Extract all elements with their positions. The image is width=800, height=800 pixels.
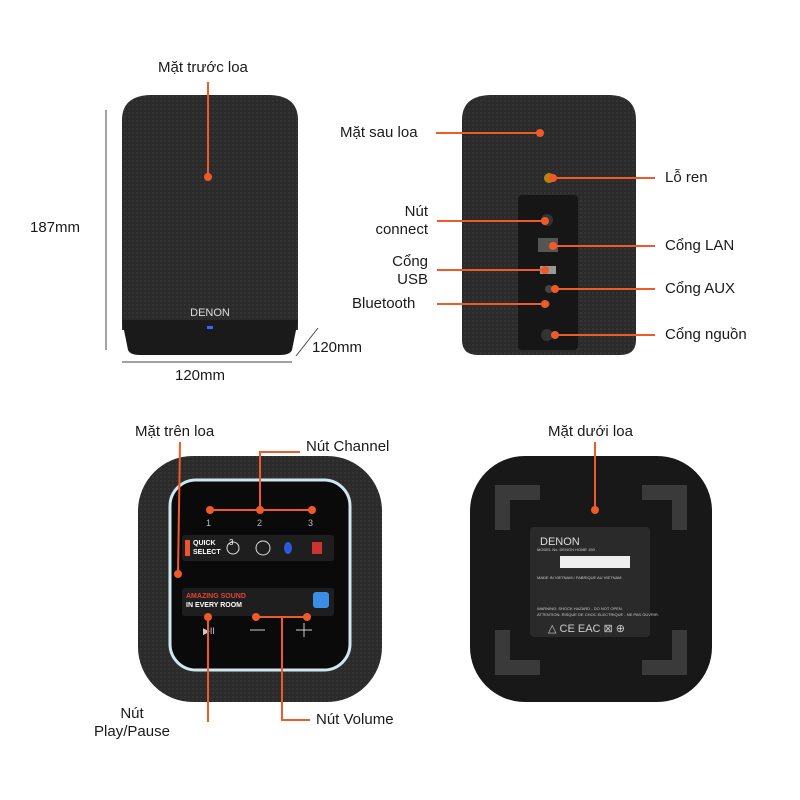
aux-port-label: Cổng AUX bbox=[665, 280, 736, 297]
thread-hole-label: Lỗ ren bbox=[665, 169, 708, 186]
volume-label: Nút Volume bbox=[316, 711, 394, 728]
every-room-text: IN EVERY ROOM bbox=[186, 602, 243, 609]
depth-dimension: 120mm bbox=[312, 339, 363, 356]
model-text: MODEL No. DENON HOME 150 bbox=[537, 547, 595, 552]
amazing-sound-text: AMAZING SOUND bbox=[186, 593, 246, 600]
width-dimension: 120mm bbox=[175, 367, 226, 384]
channel-1: 1 bbox=[206, 518, 212, 528]
power-port-label: Cổng nguồn bbox=[665, 326, 747, 343]
back-label: Mặt sau loa bbox=[340, 124, 418, 141]
height-dimension: 187mm bbox=[30, 219, 81, 236]
dimension-lines bbox=[105, 110, 319, 363]
certification-marks: △ CE EAC ⊠ ⊕ bbox=[548, 623, 625, 635]
quick-select-number: 3 bbox=[229, 538, 234, 547]
attention-text: ATTENTION: RISQUE DE CHOC ELECTRIQUE - N… bbox=[537, 612, 659, 617]
connect-button-label: Nút connect bbox=[375, 203, 428, 238]
channel-2: 2 bbox=[257, 518, 263, 528]
callout-lines bbox=[177, 82, 655, 722]
usb-port-label: Cổng USB bbox=[392, 253, 428, 288]
callout-dots bbox=[174, 129, 599, 621]
status-led bbox=[207, 326, 213, 329]
front-speaker: DENON bbox=[122, 95, 298, 355]
bottom-label: Mặt dưới loa bbox=[548, 423, 633, 440]
front-brand-logo: DENON bbox=[190, 307, 230, 319]
made-in-text: MADE IN VIETNAM / FABRIQUE AU VIETNAM bbox=[537, 575, 622, 580]
quick-select-text: QUICK SELECT bbox=[193, 540, 221, 556]
bluetooth-label: Bluetooth bbox=[352, 295, 416, 312]
top-speaker: ▶II bbox=[138, 456, 382, 702]
top-label: Mặt trên loa bbox=[135, 423, 215, 440]
play-pause-label: Nút Play/Pause bbox=[94, 705, 170, 740]
channel-3: 3 bbox=[308, 518, 314, 528]
channel-button-label: Nút Channel bbox=[306, 438, 390, 455]
bottom-speaker: DENON △ CE EAC ⊠ ⊕ bbox=[470, 456, 712, 702]
bottom-brand-logo: DENON bbox=[540, 536, 580, 548]
warning-text: WARNING: SHOCK HAZARD - DO NOT OPEN. bbox=[537, 606, 623, 611]
front-label: Mặt trước loa bbox=[158, 59, 248, 76]
lan-port-label: Cổng LAN bbox=[665, 237, 735, 254]
